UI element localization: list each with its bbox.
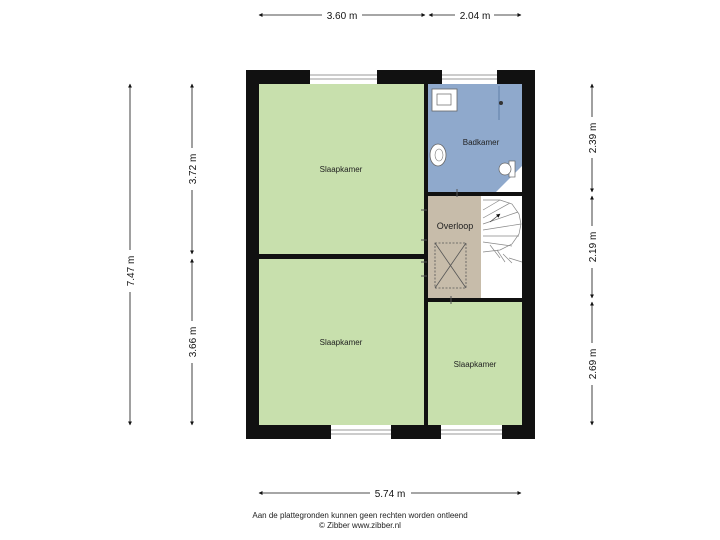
room-label-overloop: Overloop: [437, 221, 474, 231]
window-top-right: [442, 70, 497, 84]
window-top-left: [310, 70, 377, 84]
dim-label-right-lower: 2.69 m: [588, 349, 599, 380]
footer-credit: © Zibber www.zibber.nl: [319, 521, 401, 530]
dim-label-left-lower: 3.66 m: [188, 327, 199, 358]
stairwell-floor: [481, 196, 522, 298]
shower-icon: [431, 88, 458, 112]
bathroom-stair-corner: [496, 166, 522, 192]
bedroom-top-floor: [259, 84, 424, 254]
dim-label-left-total: 7.47 m: [126, 256, 137, 287]
dim-label-right-upper: 2.39 m: [588, 123, 599, 154]
dim-label-right-middle: 2.19 m: [588, 232, 599, 263]
dim-label-top-right: 2.04 m: [460, 11, 491, 22]
window-bottom-right: [441, 425, 502, 439]
landing-floor: [428, 196, 481, 298]
bedroom-bottom-floor: [259, 259, 424, 425]
roof-hatch: [434, 242, 467, 289]
dim-label-bottom: 5.74 m: [375, 489, 406, 500]
dim-label-left-upper: 3.72 m: [188, 154, 199, 185]
staircase: [482, 199, 523, 264]
bedroom-small-floor: [428, 302, 522, 425]
room-label-slaapkamer-small: Slaapkamer: [454, 360, 497, 369]
room-label-slaapkamer-top: Slaapkamer: [320, 165, 363, 174]
room-label-slaapkamer-bottom: Slaapkamer: [320, 338, 363, 347]
stair-arrow: [489, 213, 501, 223]
sink-icon: [429, 143, 447, 167]
window-bottom-left: [331, 425, 391, 439]
footer-disclaimer: Aan de plattegronden kunnen geen rechten…: [252, 511, 468, 520]
dim-label-top-left: 3.60 m: [327, 11, 358, 22]
toilet-icon: [498, 160, 516, 178]
door-marks: [421, 189, 458, 304]
room-label-badkamer: Badkamer: [463, 138, 500, 147]
bathtub-drain-icon: [498, 86, 503, 120]
